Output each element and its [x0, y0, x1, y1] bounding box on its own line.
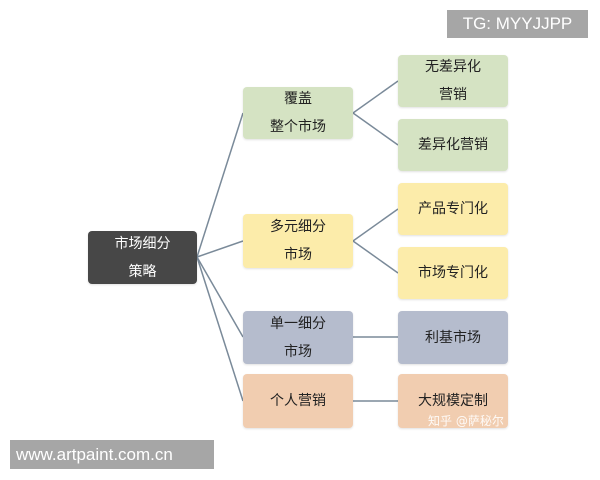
connector [352, 208, 399, 242]
node-label: 市场细分 [114, 235, 171, 252]
node-label: 利基市场 [425, 329, 481, 346]
node-label: 差异化营销 [418, 137, 488, 153]
node-label: 覆盖 [284, 91, 312, 107]
node-label: 营销 [439, 87, 467, 103]
node-market-specialization: 市场专门化 [398, 247, 508, 299]
node-differentiated: 差异化营销 [398, 119, 508, 171]
node-label: 产品专门化 [418, 201, 488, 217]
node-label: 无差异化 [425, 59, 481, 75]
connector [352, 80, 399, 114]
node-label: 市场 [284, 247, 312, 263]
node-undifferentiated: 无差异化 营销 [398, 55, 508, 107]
root-node: 市场细分 策略 [88, 231, 197, 284]
connector [352, 240, 399, 274]
node-mass-customization: 大规模定制 [398, 374, 508, 428]
node-label: 个人营销 [270, 393, 326, 409]
node-cover-whole-market: 覆盖 整个市场 [243, 87, 353, 139]
connector [352, 112, 399, 146]
node-label: 市场 [284, 343, 312, 360]
tg-watermark: TG: MYYJJPP [447, 10, 588, 38]
node-label: 单一细分 [270, 315, 326, 332]
node-label: 整个市场 [270, 119, 326, 135]
connector [196, 256, 244, 402]
node-niche-market: 利基市场 [398, 311, 508, 364]
node-product-specialization: 产品专门化 [398, 183, 508, 235]
connector [196, 256, 244, 338]
connector [196, 112, 244, 258]
source-watermark: 知乎 @萨秘尔 [428, 414, 504, 428]
node-multi-segment: 多元细分 市场 [243, 214, 353, 268]
website-watermark: www.artpaint.com.cn [10, 440, 214, 469]
node-individual-marketing: 个人营销 [243, 374, 353, 428]
node-single-segment: 单一细分 市场 [243, 311, 353, 364]
node-label: 大规模定制 [418, 393, 488, 409]
node-label: 策略 [128, 263, 157, 280]
node-label: 多元细分 [270, 219, 326, 235]
connector [196, 240, 244, 258]
node-label: 市场专门化 [418, 265, 488, 281]
